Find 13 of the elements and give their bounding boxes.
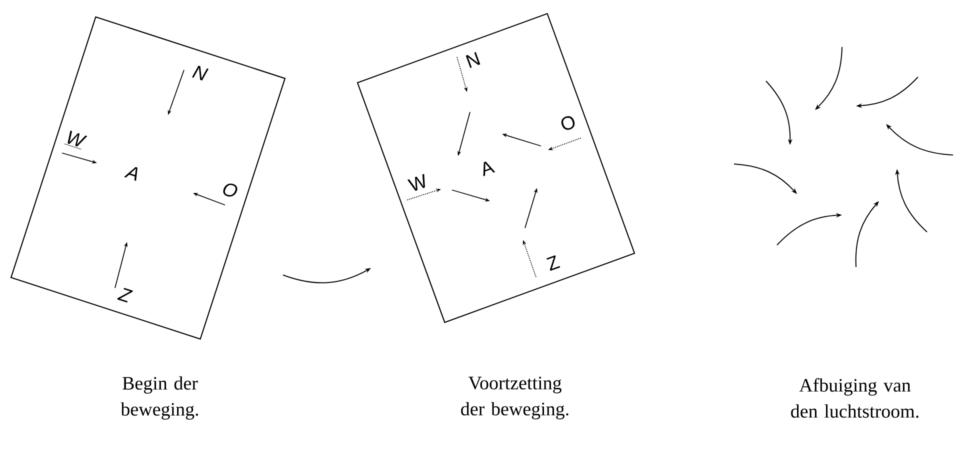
compass-letter: W	[64, 130, 88, 150]
caption: Afbuiging van den luchtstroom.	[791, 378, 918, 418]
compass-letter: A	[124, 166, 138, 181]
compass-letter: N	[466, 52, 480, 68]
compass-letter: O	[223, 184, 238, 197]
compass-letter: A	[483, 162, 496, 176]
caption: Voortzetting der beweging.	[461, 376, 568, 420]
compass-letter: Z	[546, 255, 560, 271]
caption: Begin der beweging.	[120, 376, 198, 420]
compass-letter: W	[407, 174, 425, 191]
compass-letter: O	[561, 116, 575, 130]
compass-letter: Z	[117, 288, 134, 303]
compass-letter: N	[192, 66, 209, 81]
